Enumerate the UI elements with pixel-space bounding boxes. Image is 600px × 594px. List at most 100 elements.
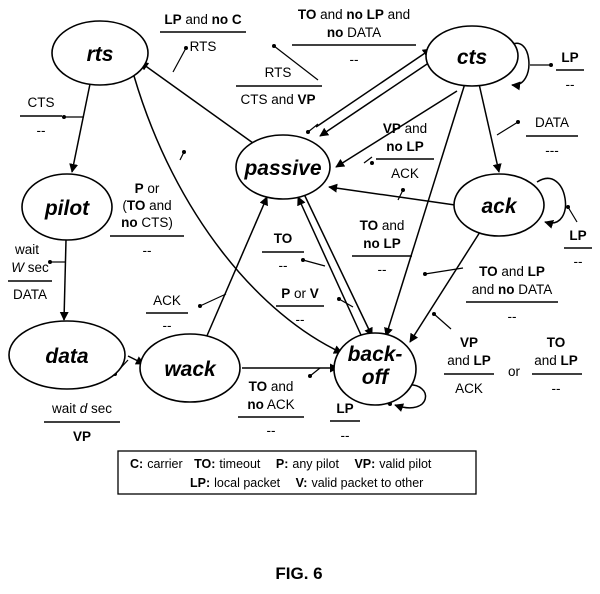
- svg-text:--: --: [552, 381, 561, 396]
- edge-cts-to-ack: [476, 74, 502, 173]
- legend-row-2: LP:local packet V:valid packet to other: [190, 476, 423, 490]
- svg-text:P or V: P or V: [281, 286, 319, 301]
- label-wack-to-backoff: TO and no ACK --: [238, 379, 304, 438]
- state-passive-label: passive: [243, 157, 321, 180]
- svg-text:P or: P or: [135, 181, 160, 196]
- label-ack-to-passive-top: VP and no LP ACK: [376, 121, 434, 181]
- svg-text:TO: TO: [274, 231, 293, 246]
- label-pilot-to-data: wait W sec DATA: [8, 242, 52, 302]
- state-data-label: data: [45, 345, 89, 368]
- edge-pilot-to-data: [59, 239, 69, 321]
- edge-backoff-self: [394, 384, 427, 412]
- svg-text:no ACK: no ACK: [247, 397, 294, 412]
- transition-edges: [59, 42, 567, 412]
- svg-text:ACK: ACK: [455, 381, 483, 396]
- svg-text:LP: LP: [569, 228, 586, 243]
- edge-wack-to-passive: [205, 196, 268, 339]
- svg-text:or: or: [508, 364, 521, 379]
- svg-text:wait d sec: wait d sec: [51, 401, 112, 416]
- edge-ack-to-passive-top: [335, 90, 458, 168]
- state-rts-label: rts: [87, 43, 114, 66]
- label-data-to-wack: wait d sec VP: [44, 401, 120, 444]
- label-backoff-to-passive: TO --: [262, 231, 304, 273]
- svg-text:and LP: and LP: [447, 353, 491, 368]
- legend-row-1: C:carrier TO:timeout P:any pilot VP:vali…: [130, 457, 432, 471]
- svg-text:--: --: [508, 309, 517, 324]
- svg-text:no DATA: no DATA: [327, 25, 381, 40]
- svg-text:---: ---: [545, 143, 559, 158]
- state-ack: ack: [453, 173, 545, 237]
- svg-text:VP: VP: [73, 429, 91, 444]
- edge-backoff-to-passive: [297, 196, 362, 336]
- svg-text:no LP: no LP: [363, 236, 401, 251]
- state-wack-label: wack: [164, 358, 217, 381]
- state-rts: rts: [51, 20, 149, 86]
- svg-text:W sec: W sec: [11, 260, 49, 275]
- svg-text:TO and no LP and: TO and no LP and: [298, 7, 410, 22]
- edge-cts-to-backoff: [384, 76, 468, 337]
- label-wack-to-passive: ACK --: [146, 293, 188, 333]
- state-passive: passive: [235, 134, 331, 200]
- svg-text:no CTS): no CTS): [121, 215, 173, 230]
- svg-text:--: --: [378, 262, 387, 277]
- svg-text:DATA: DATA: [535, 115, 569, 130]
- label-ack-to-backoff: VP and LP ACK or TO and LP --: [444, 335, 582, 396]
- svg-text:ACK: ACK: [153, 293, 181, 308]
- state-backoff: back- off: [333, 332, 417, 406]
- edge-passive-to-rts: [139, 61, 254, 144]
- edge-rts-to-backoff: [133, 75, 343, 354]
- edge-rts-to-pilot: [69, 83, 91, 173]
- label-ack-self: LP --: [564, 228, 592, 269]
- svg-text:--: --: [350, 52, 359, 67]
- label-passive-to-cts: TO and no LP and no DATA --: [292, 7, 416, 67]
- state-data: data: [8, 320, 126, 390]
- svg-text:RTS: RTS: [265, 65, 292, 80]
- label-cts-to-backoff: TO and LP and no DATA --: [466, 264, 558, 324]
- edge-passive-to-cts: [315, 48, 432, 128]
- svg-text:--: --: [37, 123, 46, 138]
- svg-text:--: --: [163, 318, 172, 333]
- label-passive-to-rts: LP and no C RTS: [160, 12, 246, 54]
- svg-text:LP: LP: [336, 401, 353, 416]
- label-rts-to-backoff: P or (TO and no CTS) --: [110, 181, 184, 258]
- label-cts-to-passive: RTS CTS and VP: [236, 65, 322, 107]
- svg-text:TO and: TO and: [360, 218, 405, 233]
- svg-text:--: --: [143, 243, 152, 258]
- state-backoff-label-line2: off: [362, 366, 390, 389]
- label-ticks: [48, 44, 578, 406]
- state-cts: cts: [425, 25, 519, 87]
- svg-text:CTS and VP: CTS and VP: [240, 92, 315, 107]
- state-cts-label: cts: [457, 46, 487, 69]
- svg-text:CTS: CTS: [28, 95, 55, 110]
- svg-text:LP: LP: [561, 50, 578, 65]
- label-cts-self: LP --: [556, 50, 584, 92]
- svg-text:(TO and: (TO and: [122, 198, 171, 213]
- edge-ack-to-backoff: [409, 231, 481, 343]
- label-cts-to-ack: DATA ---: [526, 115, 578, 158]
- state-pilot-label: pilot: [44, 197, 90, 220]
- label-backoff-self: LP --: [330, 401, 360, 443]
- edge-ack-self: [536, 177, 567, 229]
- svg-text:--: --: [566, 77, 575, 92]
- svg-text:VP and: VP and: [383, 121, 427, 136]
- svg-text:TO and LP: TO and LP: [479, 264, 545, 279]
- figure-label: FIG. 6: [275, 564, 322, 583]
- svg-text:--: --: [296, 312, 305, 327]
- svg-text:and no DATA: and no DATA: [472, 282, 553, 297]
- svg-text:TO and: TO and: [249, 379, 294, 394]
- svg-text:and LP: and LP: [534, 353, 578, 368]
- svg-text:--: --: [574, 254, 583, 269]
- svg-text:ACK: ACK: [391, 166, 419, 181]
- legend: C:carrier TO:timeout P:any pilot VP:vali…: [117, 450, 477, 495]
- label-ack-to-passive-bottom: TO and no LP --: [352, 218, 412, 277]
- svg-text:wait: wait: [14, 242, 39, 257]
- svg-text:--: --: [341, 428, 350, 443]
- svg-text:VP: VP: [460, 335, 478, 350]
- svg-text:DATA: DATA: [13, 287, 47, 302]
- edge-passive-to-backoff: [303, 193, 373, 337]
- edge-ack-to-passive-bottom: [328, 183, 456, 206]
- svg-text:--: --: [267, 423, 276, 438]
- state-ack-label: ack: [481, 195, 517, 218]
- svg-text:LP and no C: LP and no C: [164, 12, 242, 27]
